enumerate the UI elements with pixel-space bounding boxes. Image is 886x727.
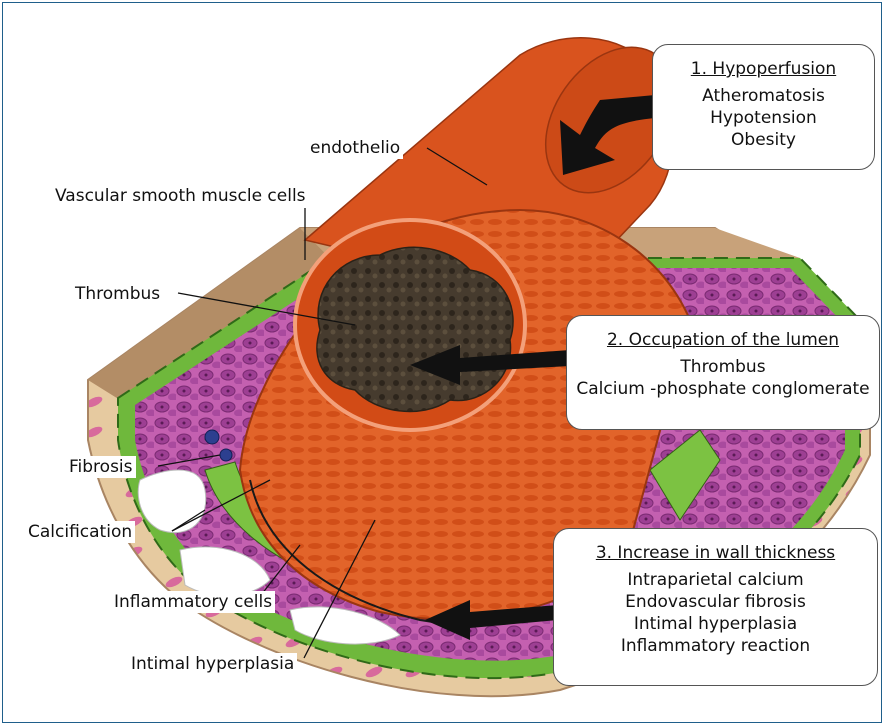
callout-occupation-of-lumen: 2. Occupation of the lumen Thrombus Calc… [566,315,880,430]
callout-hypoperfusion: 1. Hypoperfusion Atheromatosis Hypotensi… [652,44,875,170]
label-inflammatory-cells: Inflammatory cells [111,591,275,613]
label-vascular-smooth-muscle-cells: Vascular smooth muscle cells [52,185,309,207]
label-thrombus: Thrombus [72,283,163,305]
callout-wall-thickness: 3. Increase in wall thickness Intraparie… [553,528,878,686]
callout-wall-item: Intimal hyperplasia [554,613,877,635]
label-intimal-hyperplasia: Intimal hyperplasia [128,653,297,675]
callout-wall-heading: 3. Increase in wall thickness [554,543,877,563]
callout-wall-item: Inflammatory reaction [554,635,877,657]
callout-hypoperfusion-heading: 1. Hypoperfusion [653,59,874,79]
callout-occupation-item: Calcium -phosphate conglomerate [567,378,879,400]
label-fibrosis: Fibrosis [66,456,136,478]
label-calcification: Calcification [25,521,135,543]
callout-hypoperfusion-item: Atheromatosis [653,85,874,107]
callout-occupation-heading: 2. Occupation of the lumen [567,330,879,350]
callout-wall-item: Intraparietal calcium [554,569,877,591]
callout-occupation-item: Thrombus [567,356,879,378]
callout-hypoperfusion-item: Hypotension [653,107,874,129]
label-endothelio: endothelio [307,137,403,159]
callout-wall-item: Endovascular fibrosis [554,591,877,613]
callout-hypoperfusion-item: Obesity [653,129,874,151]
